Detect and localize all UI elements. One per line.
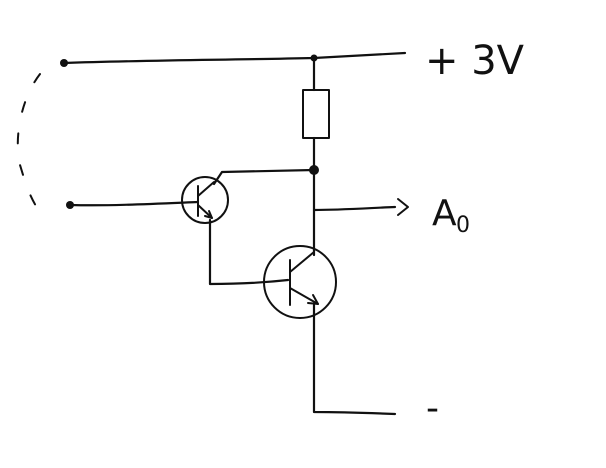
dashed-switch-link <box>16 73 41 213</box>
output-arrow <box>397 198 409 216</box>
resistor <box>302 89 330 139</box>
input-wire <box>68 200 200 207</box>
supply-label: + 3V <box>425 38 525 84</box>
q1-to-q2-wire <box>208 218 290 286</box>
transistor-q1 <box>181 176 229 224</box>
left-top-terminal <box>60 59 68 67</box>
node-to-q1-wire <box>212 168 316 186</box>
output-wire <box>312 205 397 212</box>
transistor-q2 <box>263 245 337 319</box>
supply-rail-wire <box>62 51 407 65</box>
output-subscript: 0 <box>456 213 470 238</box>
q2-to-ground-wire <box>312 303 397 416</box>
output-label: A <box>432 193 457 234</box>
ground-label: - <box>426 388 439 429</box>
